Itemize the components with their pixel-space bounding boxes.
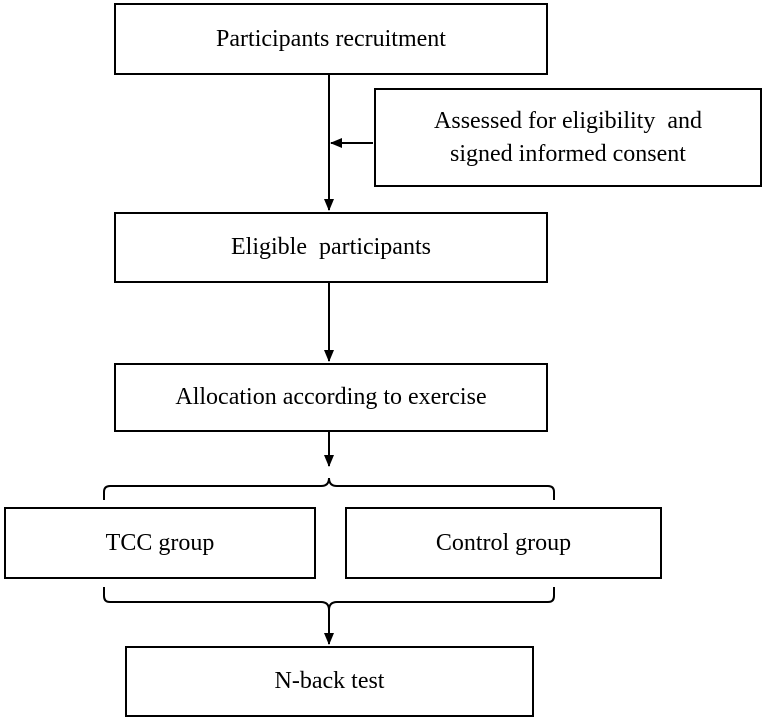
allocation-box: Allocation according to exercise: [114, 363, 548, 432]
assessment-label-line1: Assessed for eligibility and: [434, 108, 702, 135]
tcc-group-box: TCC group: [4, 507, 316, 579]
nback-test-label: N-back test: [274, 668, 385, 695]
nback-test-box: N-back test: [125, 646, 534, 717]
recruitment-box: Participants recruitment: [114, 3, 548, 75]
tcc-group-label: TCC group: [105, 529, 215, 556]
allocation-label: Allocation according to exercise: [175, 384, 487, 411]
eligible-box: Eligible participants: [114, 212, 548, 283]
recruitment-label: Participants recruitment: [216, 25, 446, 52]
split-brace: [103, 477, 555, 500]
assessment-box: Assessed for eligibility and signed info…: [374, 88, 762, 187]
eligible-label: Eligible participants: [231, 234, 431, 261]
assessment-label-line2: signed informed consent: [450, 140, 686, 167]
control-group-box: Control group: [345, 507, 662, 579]
merge-brace: [103, 587, 555, 611]
control-group-label: Control group: [435, 529, 572, 556]
